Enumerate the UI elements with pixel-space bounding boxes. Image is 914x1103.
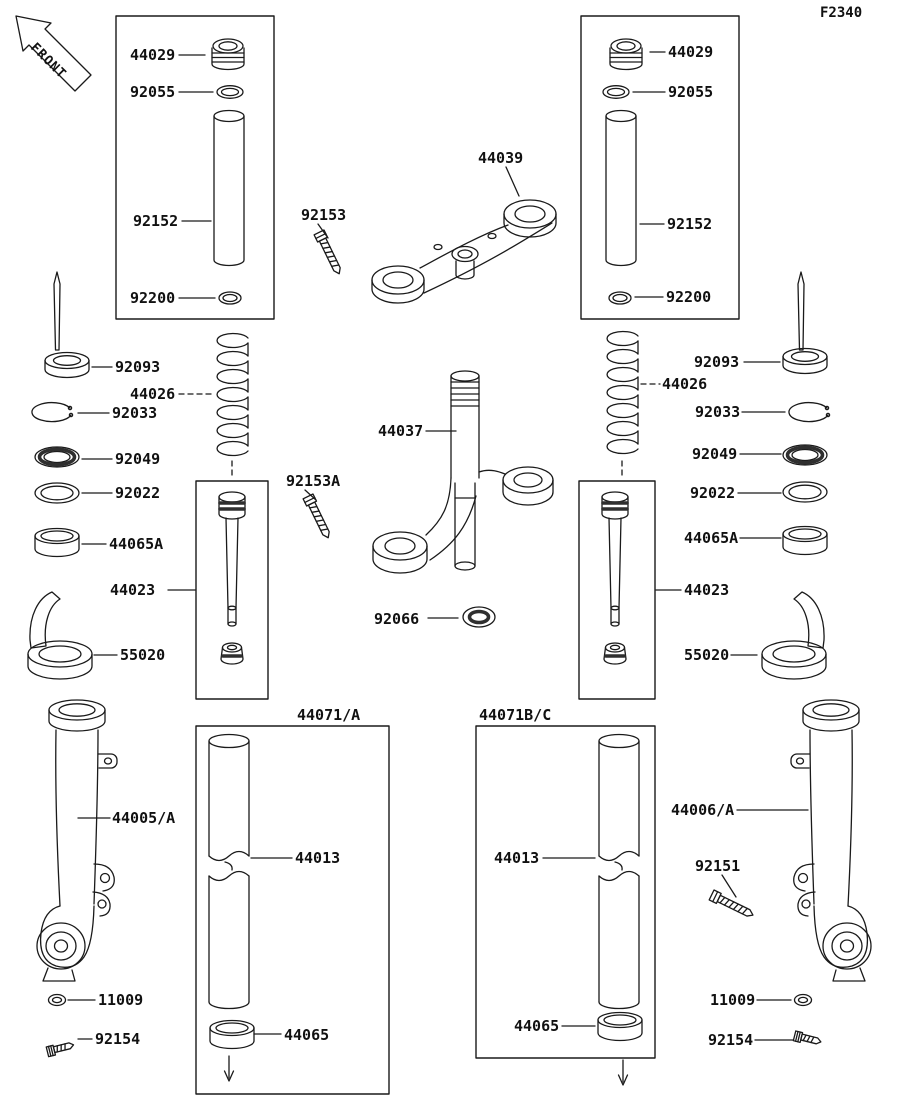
part-label-right-92022: 92022 <box>690 484 735 502</box>
fork-spring-right-drawing <box>606 330 639 455</box>
figure-code: F2340 <box>820 5 862 21</box>
assembly-box-left-top <box>115 15 275 320</box>
part-label-left-44065: 44065 <box>284 1026 329 1044</box>
part-label-left-92200: 92200 <box>130 289 175 307</box>
part-label-center-44037: 44037 <box>378 422 423 440</box>
part-label-left-92152: 92152 <box>133 212 178 230</box>
part-label-left-44005A: 44005/A <box>112 809 175 827</box>
fork-guard-right-drawing <box>761 591 827 680</box>
part-label-right-92200: 92200 <box>666 288 711 306</box>
washer-right-drawing <box>608 291 632 305</box>
drain-bolt-left-drawing <box>45 1039 76 1058</box>
fork-spring-left-drawing <box>216 332 249 457</box>
part-label-left-92033: 92033 <box>112 404 157 422</box>
part-label-right-44023: 44023 <box>684 581 729 599</box>
assembly-arrow-left <box>223 1055 235 1082</box>
dust-seal-left-drawing <box>44 351 90 379</box>
stem-bolt-drawing <box>302 493 334 541</box>
assembly-box-right-top <box>580 15 740 320</box>
inner-tube-right-drawing <box>598 733 640 1010</box>
part-label-left-92154: 92154 <box>95 1030 140 1048</box>
assembly-box-right-innertube <box>475 725 656 1059</box>
assembly-arrow-right <box>617 1059 629 1086</box>
pin-right-drawing <box>797 271 805 351</box>
washer-left-drawing <box>218 291 242 305</box>
o-ring-right-drawing <box>602 85 630 99</box>
part-label-center-92153: 92153 <box>301 206 346 224</box>
part-label-center-44039: 44039 <box>478 149 523 167</box>
part-label-right-11009: 11009 <box>710 991 755 1009</box>
part-label-right-92152: 92152 <box>667 215 712 233</box>
part-label-right-92154: 92154 <box>708 1031 753 1049</box>
part-label-right-92049: 92049 <box>692 445 737 463</box>
part-label-left-44065A: 44065A <box>109 535 163 553</box>
part-label-left-44013: 44013 <box>295 849 340 867</box>
part-label-left-44026: 44026 <box>130 385 175 403</box>
part-label-left-55020: 55020 <box>120 646 165 664</box>
seal-washer-left-drawing <box>34 482 80 504</box>
bushing-right-drawing <box>597 1011 643 1042</box>
part-label-left-92093: 92093 <box>115 358 160 376</box>
part-label-left-92049: 92049 <box>115 450 160 468</box>
part-label-left-92022: 92022 <box>115 484 160 502</box>
part-label-left-11009: 11009 <box>98 991 143 1009</box>
fork-tube-left-drawing <box>213 109 245 267</box>
part-label-right-44006A: 44006/A <box>671 801 734 819</box>
assembly-box-left-innertube <box>195 725 390 1095</box>
part-label-left-44071A: 44071/A <box>297 706 360 724</box>
fork-cap-left-drawing <box>211 38 245 71</box>
oil-seal-left-drawing <box>33 445 81 469</box>
part-label-left-92055: 92055 <box>130 83 175 101</box>
outer-tube-left-drawing <box>36 699 118 982</box>
part-label-left-44029: 44029 <box>130 46 175 64</box>
pin-left-drawing <box>53 271 61 351</box>
gasket-left-drawing <box>47 993 67 1007</box>
assembly-box-left-cylinder <box>195 480 269 700</box>
part-label-right-44065: 44065 <box>514 1017 559 1035</box>
retaining-ring-left-drawing <box>31 401 74 423</box>
part-label-right-92151: 92151 <box>695 857 740 875</box>
part-label-right-44071BC: 44071B/C <box>479 706 551 724</box>
dust-seal-right-drawing <box>782 347 828 375</box>
plug-drawing <box>461 605 497 629</box>
inner-tube-left-drawing <box>208 733 250 1010</box>
fork-guard-left-drawing <box>27 591 93 680</box>
drain-bolt-right-drawing <box>792 1030 823 1048</box>
assembly-box-right-cylinder <box>578 480 656 700</box>
stem-head-bolt-drawing <box>313 229 345 277</box>
guide-bushing-right-drawing <box>782 525 828 556</box>
o-ring-left-drawing <box>216 85 244 99</box>
part-label-right-44013: 44013 <box>494 849 539 867</box>
part-label-right-92093: 92093 <box>694 353 739 371</box>
cylinder-seat-left-drawing <box>219 641 245 666</box>
guide-bushing-left-drawing <box>34 527 80 558</box>
steering-stem-drawing <box>372 370 554 574</box>
fork-cap-right-drawing <box>609 38 643 71</box>
stem-head-drawing <box>371 199 557 304</box>
part-label-right-44029: 44029 <box>668 43 713 61</box>
part-label-center-92153A: 92153A <box>286 472 340 490</box>
cylinder-unit-left-drawing <box>217 490 247 628</box>
part-label-right-55020: 55020 <box>684 646 729 664</box>
part-label-center-92066: 92066 <box>374 610 419 628</box>
outer-tube-right-drawing <box>790 699 872 982</box>
axle-bolt-right-drawing <box>708 889 756 921</box>
part-label-right-44026: 44026 <box>662 375 707 393</box>
cylinder-unit-right-drawing <box>600 490 630 628</box>
cylinder-seat-right-drawing <box>602 641 628 666</box>
part-label-right-92033: 92033 <box>695 403 740 421</box>
seal-washer-right-drawing <box>782 481 828 503</box>
part-label-right-92055: 92055 <box>668 83 713 101</box>
oil-seal-right-drawing <box>781 443 829 467</box>
part-label-left-44023: 44023 <box>110 581 155 599</box>
bushing-left-drawing <box>209 1019 255 1050</box>
fork-tube-right-drawing <box>605 109 637 267</box>
retaining-ring-right-drawing <box>788 401 831 423</box>
front-direction-icon: FRONT <box>15 15 92 92</box>
gasket-right-drawing <box>793 993 813 1007</box>
part-label-right-44065A: 44065A <box>684 529 738 547</box>
